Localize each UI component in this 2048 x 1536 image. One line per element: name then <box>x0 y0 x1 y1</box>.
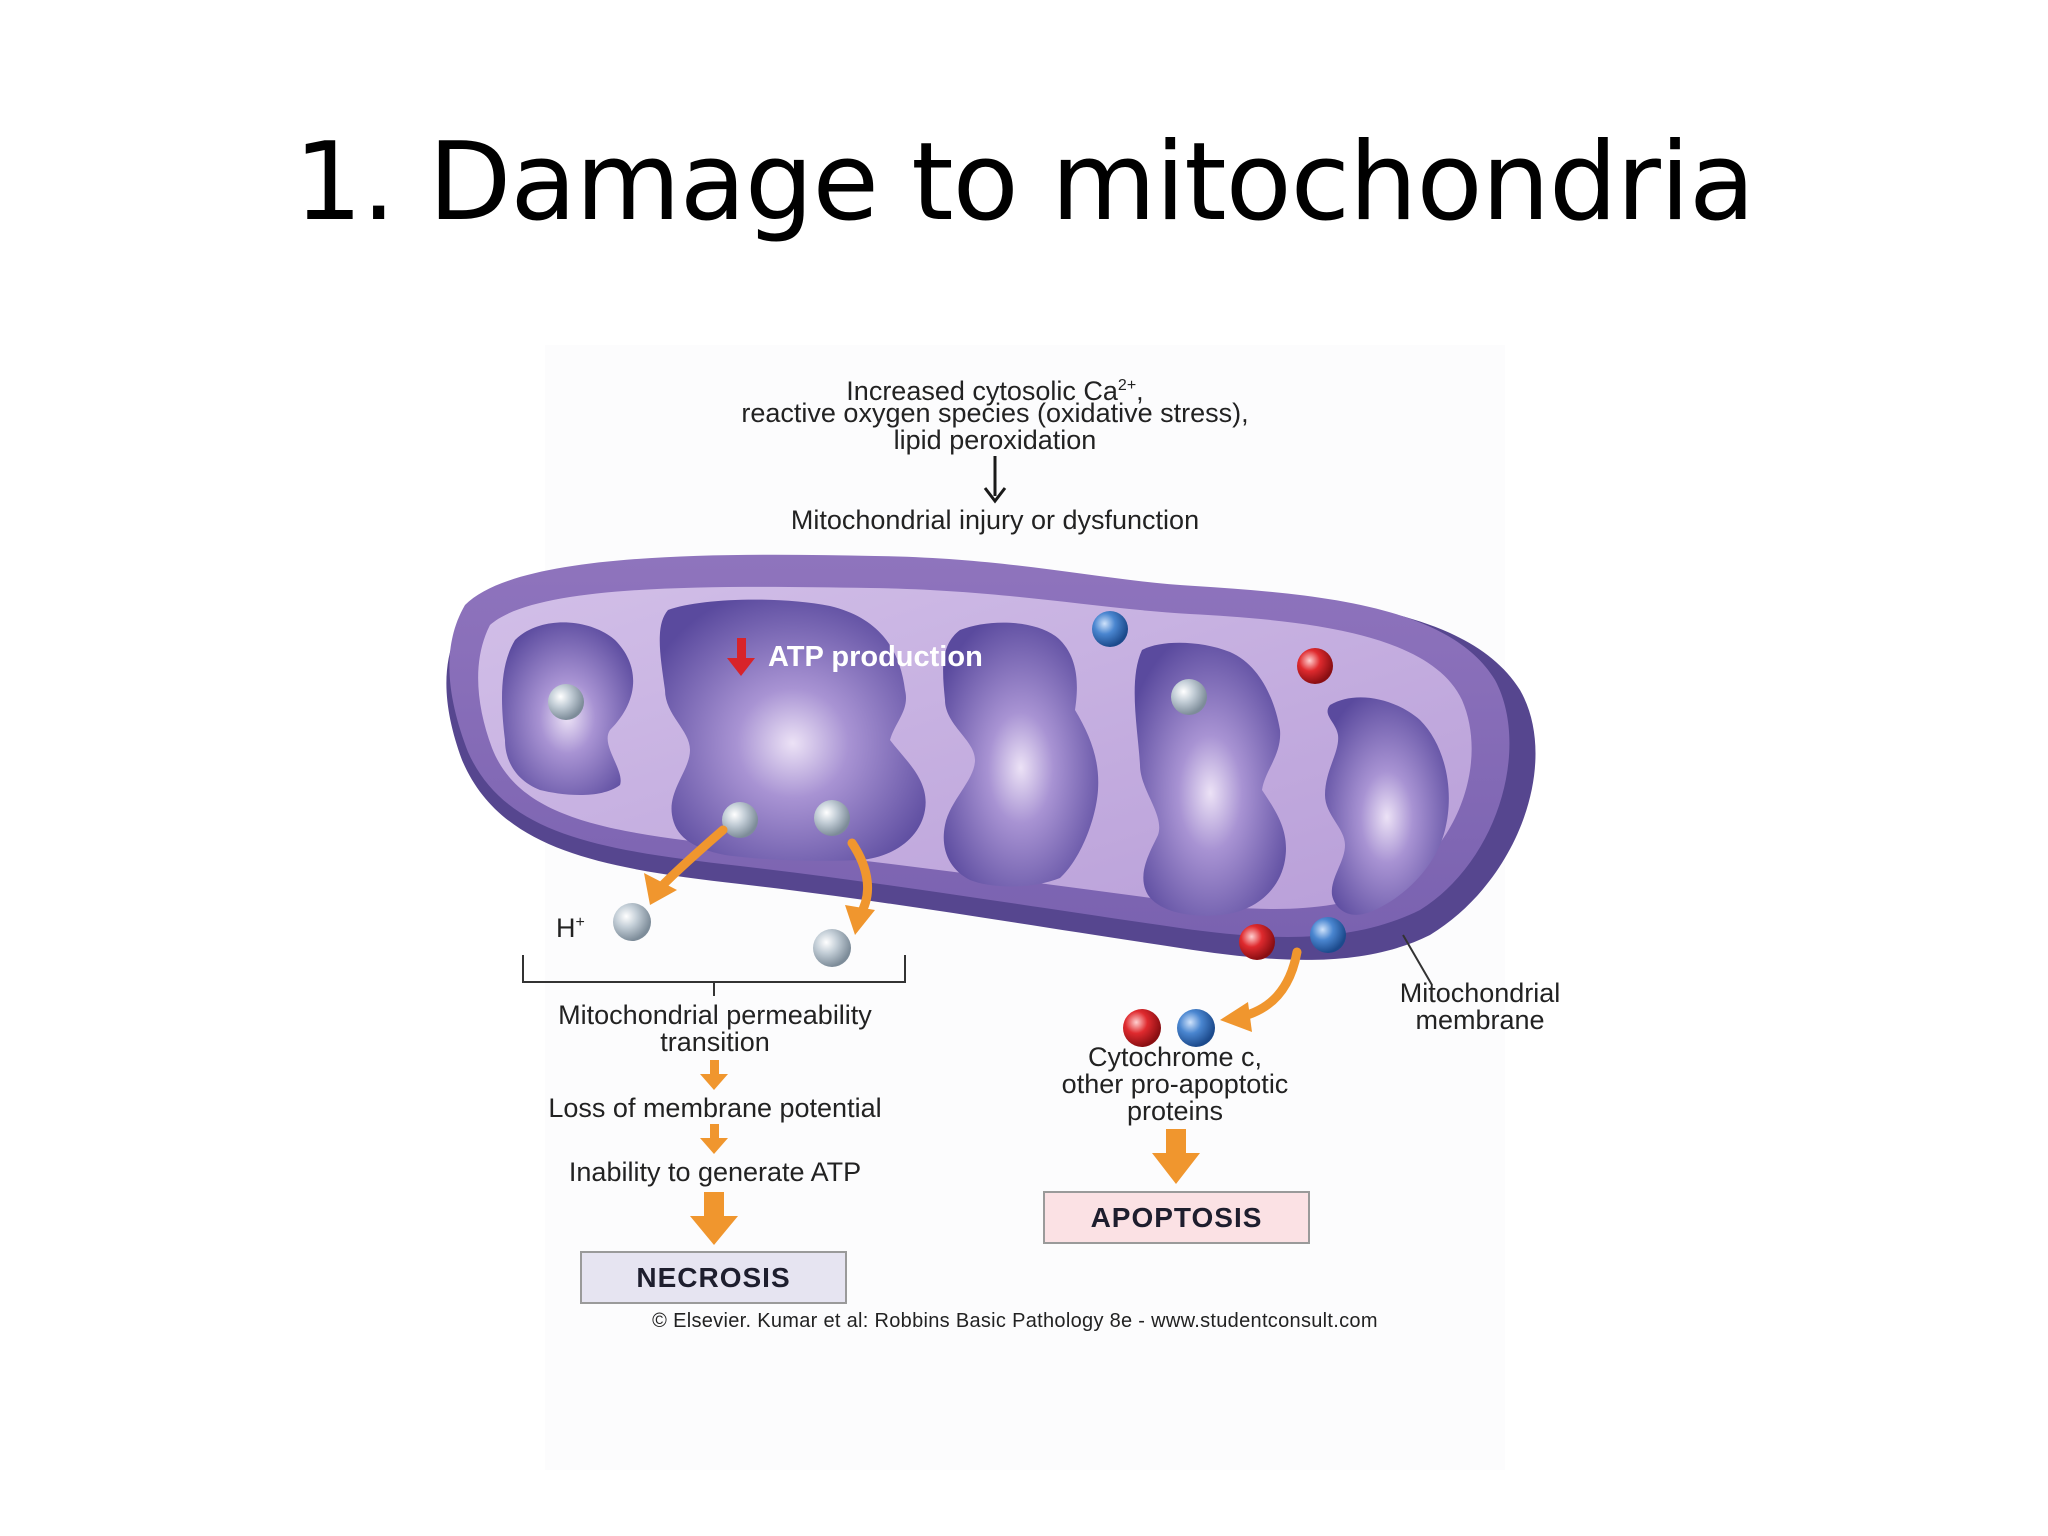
cyto-line-1: Cytochrome c, <box>1087 1042 1263 1072</box>
mitochondrion <box>446 554 1536 960</box>
crista-3 <box>943 622 1099 887</box>
membrane-label-line-2: membrane <box>1415 1005 1545 1035</box>
apoptosis-box: APOPTOSIS <box>1043 1191 1310 1244</box>
trigger-line-2: reactive oxygen species (oxidative stres… <box>741 398 1249 428</box>
release-arrowheads <box>644 873 1252 1032</box>
membrane-label-line-1: Mitochondrial <box>1399 978 1561 1008</box>
cyto-line-3: proteins <box>1126 1096 1224 1126</box>
figure-credit: © Elsevier. Kumar et al: Robbins Basic P… <box>652 1310 1378 1332</box>
crista-2 <box>659 599 926 861</box>
apoptosis-arrow <box>1152 1129 1200 1184</box>
crista-4 <box>1134 642 1286 916</box>
permeability-bracket <box>522 955 906 996</box>
proton-label: H+ <box>556 913 585 943</box>
trigger-line-3: lipid peroxidation <box>893 425 1097 455</box>
cyto-line-2: other pro-apoptotic <box>1061 1069 1289 1099</box>
atp-down-arrow-icon <box>727 638 755 676</box>
atp-production-label: ATP production <box>768 641 983 673</box>
loss-potential-label: Loss of membrane potential <box>548 1093 882 1123</box>
membrane-leader-line <box>1402 934 1433 986</box>
trigger-down-arrow <box>983 456 1007 504</box>
released-protons <box>613 903 851 967</box>
inability-atp-label: Inability to generate ATP <box>568 1157 862 1187</box>
crista-5 <box>1325 697 1449 915</box>
slide-title: 1. Damage to mitochondria <box>293 120 1755 245</box>
necrosis-arrows <box>690 1060 738 1245</box>
released-cytochrome <box>1123 1009 1215 1047</box>
injury-label: Mitochondrial injury or dysfunction <box>790 505 1200 535</box>
mpt-line-2: transition <box>660 1027 770 1057</box>
pro-apoptotic-proteins-inside <box>1092 611 1346 960</box>
protons-inside <box>548 679 1207 838</box>
necrosis-box: NECROSIS <box>580 1251 847 1304</box>
trigger-line-1: Increased cytosolic Ca2+, <box>846 376 1144 406</box>
mpt-line-1: Mitochondrial permeability <box>558 1000 872 1030</box>
